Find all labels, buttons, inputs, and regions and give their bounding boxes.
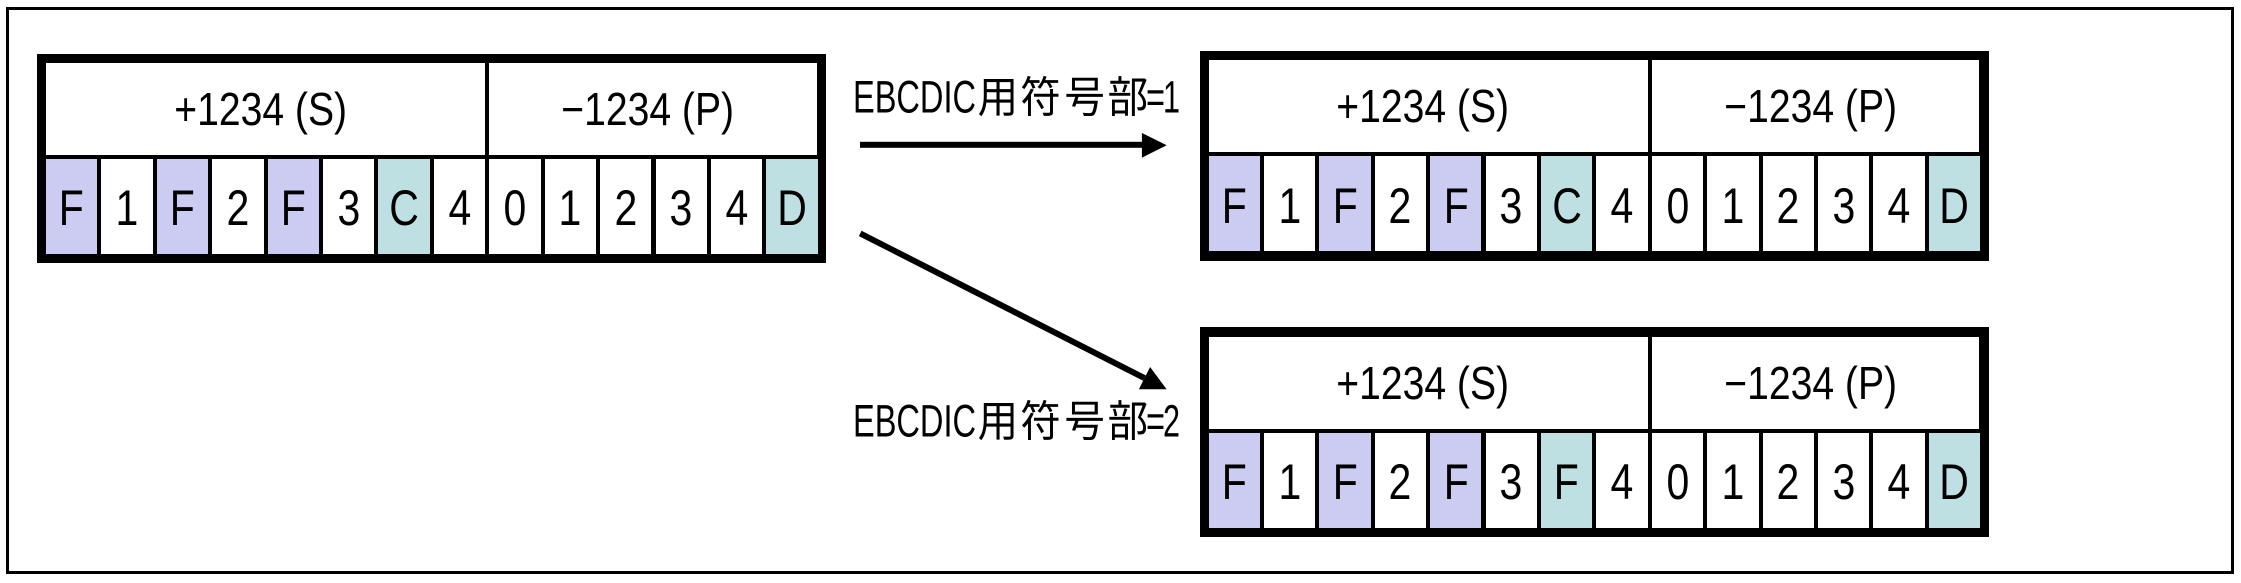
svg-text:=: =	[1146, 396, 1165, 447]
svg-text:EBCDIC: EBCDIC	[853, 72, 976, 123]
svg-text:EBCDIC: EBCDIC	[853, 396, 976, 447]
svg-text:=: =	[1146, 72, 1165, 123]
svg-text:1: 1	[1163, 72, 1180, 123]
svg-text:2: 2	[1163, 396, 1180, 447]
